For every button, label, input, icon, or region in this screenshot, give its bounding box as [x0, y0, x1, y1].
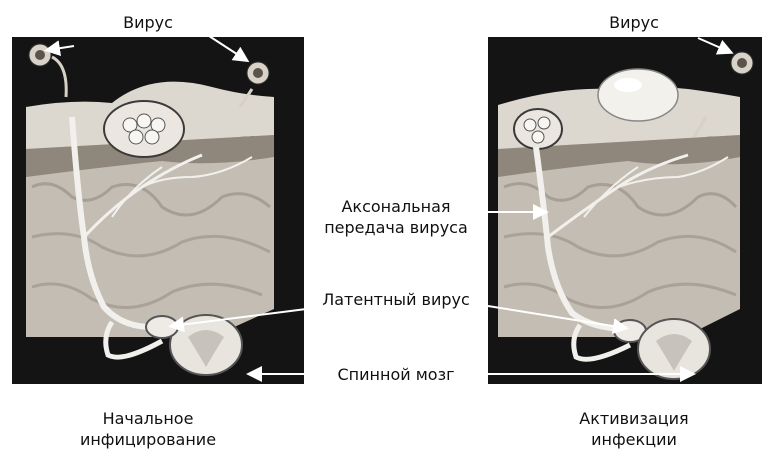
- virus-particle-right: [247, 62, 269, 84]
- latent-virus-label: Латентный вирус: [306, 289, 486, 310]
- infection-activation-caption: Активизация инфекции: [534, 408, 734, 450]
- initial-caption-line1: Начальное: [48, 408, 248, 429]
- activation-caption-line2: инфекции: [534, 429, 734, 450]
- initial-infection-caption: Начальное инфицирование: [48, 408, 248, 450]
- vesicle: [104, 101, 184, 157]
- infection-activation-illustration: [488, 37, 762, 384]
- axonal-label-line1: Аксональная: [306, 196, 486, 217]
- virus-label-right: Вирус: [594, 12, 674, 33]
- axonal-transmission-label: Аксональная передача вируса: [306, 196, 486, 238]
- initial-infection-illustration: [12, 37, 304, 384]
- spinal-cord-label: Спинной мозг: [306, 364, 486, 385]
- blister: [598, 69, 678, 121]
- axonal-label-line2: передача вируса: [306, 217, 486, 238]
- virus-particle-exiting: [731, 52, 753, 74]
- virus-label-left: Вирус: [108, 12, 188, 33]
- initial-caption-line2: инфицирование: [48, 429, 248, 450]
- virus-particle-left: [29, 44, 51, 66]
- activation-caption-line1: Активизация: [534, 408, 734, 429]
- ganglion: [146, 316, 178, 338]
